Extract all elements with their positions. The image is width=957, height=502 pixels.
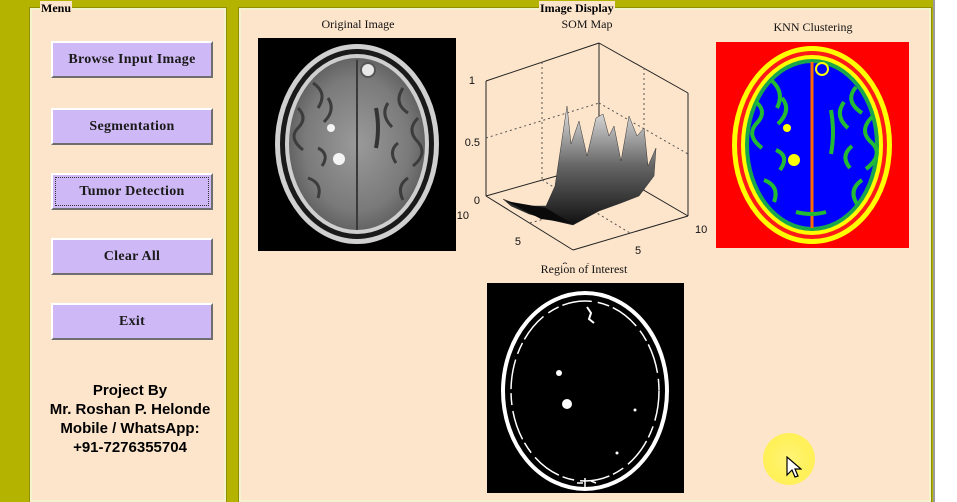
som-map-plot: 1 0.5 0 10 5 0 0 5 10 [457,42,707,264]
z-tick-1: 1 [469,75,475,87]
x-tick-10: 10 [695,224,707,236]
image-display-panel: Image Display Original Image SOM Map [238,1,932,502]
tumor-detection-button[interactable]: Tumor Detection [51,173,213,210]
image-display-title: Image Display [539,1,615,15]
original-image [258,38,456,251]
credits-author: Mr. Roshan P. Helonde [49,401,211,418]
clear-all-button[interactable]: Clear All [51,238,213,275]
segmentation-button[interactable]: Segmentation [51,108,213,145]
x-tick-5: 5 [635,245,641,257]
credits-phone: +91-7276355704 [73,439,187,456]
z-tick-0-5: 0.5 [465,137,480,149]
credits-contact-label: Mobile / WhatsApp: [60,420,200,437]
exit-button[interactable]: Exit [51,303,213,340]
menu-panel-title: Menu [40,1,72,15]
project-credits: Project By Mr. Roshan P. Helonde Mobile … [32,381,228,457]
original-image-title: Original Image [321,17,395,31]
region-of-interest-image [487,283,684,493]
z-tick-0: 0 [474,195,480,207]
region-of-interest-title: Region of Interest [540,262,628,276]
y-tick-5: 5 [515,236,521,248]
window-left-edge [0,0,30,502]
credits-heading: Project By [92,382,168,399]
y-tick-10: 10 [457,210,469,222]
y-tick-0: 0 [562,261,568,264]
mouse-pointer-icon [786,456,802,478]
x-tick-0: 0 [585,262,591,264]
menu-panel: Menu Browse Input Image Segmentation Tum… [29,1,228,502]
window-right-edge [933,0,957,502]
knn-clustering-title: KNN Clustering [773,20,853,34]
browse-input-image-button[interactable]: Browse Input Image [51,41,213,78]
knn-clustering-image [716,42,909,248]
som-map-title: SOM Map [561,17,613,31]
